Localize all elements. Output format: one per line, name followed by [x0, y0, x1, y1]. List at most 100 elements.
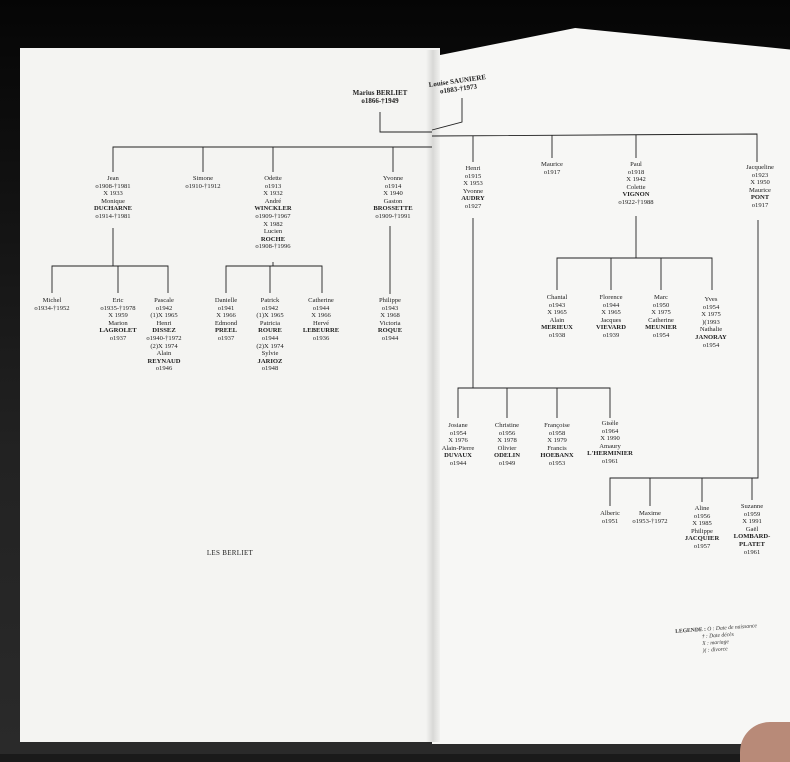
person-line: o1961 — [601, 457, 619, 465]
person-line: VIGNON — [622, 191, 650, 199]
person-line: X 1933 — [103, 190, 123, 198]
person-line: Alain — [156, 350, 172, 358]
person-line: X 1990 — [600, 435, 620, 443]
person-line: o1915 — [464, 172, 482, 180]
person-line: Maurice — [749, 186, 771, 194]
legend: LEGENDE : O : Date de naissance † : Date… — [675, 623, 758, 655]
left-page — [20, 48, 440, 742]
person-line: Simone — [192, 175, 214, 182]
person-line: MEUNIER — [645, 324, 677, 332]
person-line: (2)X 1974 — [150, 342, 178, 350]
person-line: Colette — [626, 183, 646, 191]
person-line: o1934-†1952 — [34, 304, 70, 312]
person-line: X 1979 — [547, 437, 567, 445]
person-line: Aline — [694, 505, 710, 512]
legend-meaning: Date décès — [708, 631, 735, 640]
person-line: DISSEZ — [152, 327, 176, 335]
person-line: o1908-†1996 — [255, 243, 291, 251]
person-line: PLATET — [739, 540, 765, 548]
page-title: LES BERLIET — [206, 549, 254, 557]
person-line: Jacques — [600, 316, 622, 324]
person-line: X 1966 — [216, 312, 236, 320]
person-line: Lucien — [263, 228, 283, 236]
legend-symbol: O — [707, 626, 712, 633]
person-line: Henri — [465, 165, 481, 172]
person-line: Philippe — [691, 527, 713, 535]
person-line: o1943 — [381, 304, 399, 312]
marius-link — [379, 112, 432, 133]
person-line: o1954 — [449, 429, 467, 437]
person-line: Florence — [599, 294, 623, 301]
person-line: o1956 — [498, 429, 516, 437]
person-line: X 1975 — [651, 309, 671, 317]
person-line: LOMBARD- — [733, 533, 771, 541]
person-line: Alain — [549, 316, 565, 324]
person-line: Henri — [156, 319, 172, 327]
person-line: Olivier — [497, 444, 517, 452]
person-line: X 1959 — [108, 312, 128, 320]
person-line: Patrick — [260, 297, 280, 304]
person-line: o1944 — [602, 301, 620, 309]
person-line: X 1982 — [263, 220, 283, 228]
person-line: AUDRY — [461, 195, 485, 203]
person-line: o1954 — [702, 303, 720, 311]
person-line: Jean — [107, 175, 119, 182]
person-line: DUVAUX — [444, 452, 472, 460]
jean-branch — [51, 228, 169, 293]
jacqueline-branch — [609, 220, 759, 506]
person-line: HOEBANX — [540, 452, 574, 460]
person-line: o1944 — [449, 459, 467, 467]
person-line: Françoise — [544, 422, 570, 429]
person-line: o1918 — [627, 168, 645, 176]
person-line: o1954 — [652, 331, 670, 339]
person-line: o1908-†1981 — [95, 182, 131, 190]
person-line: Yvonne — [382, 175, 404, 182]
person-line: o1917 — [751, 201, 769, 209]
person-line: Gaël — [745, 525, 759, 533]
person-line: X 1965 — [601, 309, 621, 317]
person-line: o1953 — [548, 459, 566, 467]
legend-symbol: X — [702, 640, 706, 648]
person-line: X 1991 — [742, 518, 762, 526]
person-line: o1937 — [217, 334, 235, 342]
person-line: X 1950 — [750, 179, 770, 187]
person-line: Paul — [630, 161, 642, 168]
person-line: Josiane — [448, 422, 468, 429]
person-line: ODELIN — [493, 452, 521, 460]
person-line: Francis — [547, 444, 567, 452]
person-line: Chantal — [546, 294, 568, 301]
person-line: X 1940 — [383, 190, 403, 198]
person-line: o1937 — [109, 334, 127, 342]
person-line: ROURE — [258, 327, 282, 335]
book-spine — [426, 50, 440, 742]
children-bar-left — [112, 146, 432, 172]
person-line: o1954 — [702, 341, 720, 349]
person-line: Suzanne — [740, 503, 764, 510]
person-line: X 1953 — [463, 180, 483, 188]
person-line: o1939 — [602, 331, 620, 339]
person-line: Alain-Pierre — [441, 444, 475, 452]
person-line: Marc — [654, 294, 668, 301]
person-line: o1940-†1972 — [146, 334, 182, 342]
person-line: o1956 — [693, 512, 711, 520]
person-line: (1)X 1965 — [150, 312, 178, 320]
person-line: o1961 — [743, 548, 761, 556]
person-line: o1917 — [543, 168, 561, 176]
person-line: Victoria — [379, 319, 401, 327]
person-line: X 1976 — [448, 437, 468, 445]
person-line: Gaston — [383, 197, 403, 205]
person-line: Alberic — [600, 510, 620, 517]
person-line: X 1966 — [311, 312, 331, 320]
